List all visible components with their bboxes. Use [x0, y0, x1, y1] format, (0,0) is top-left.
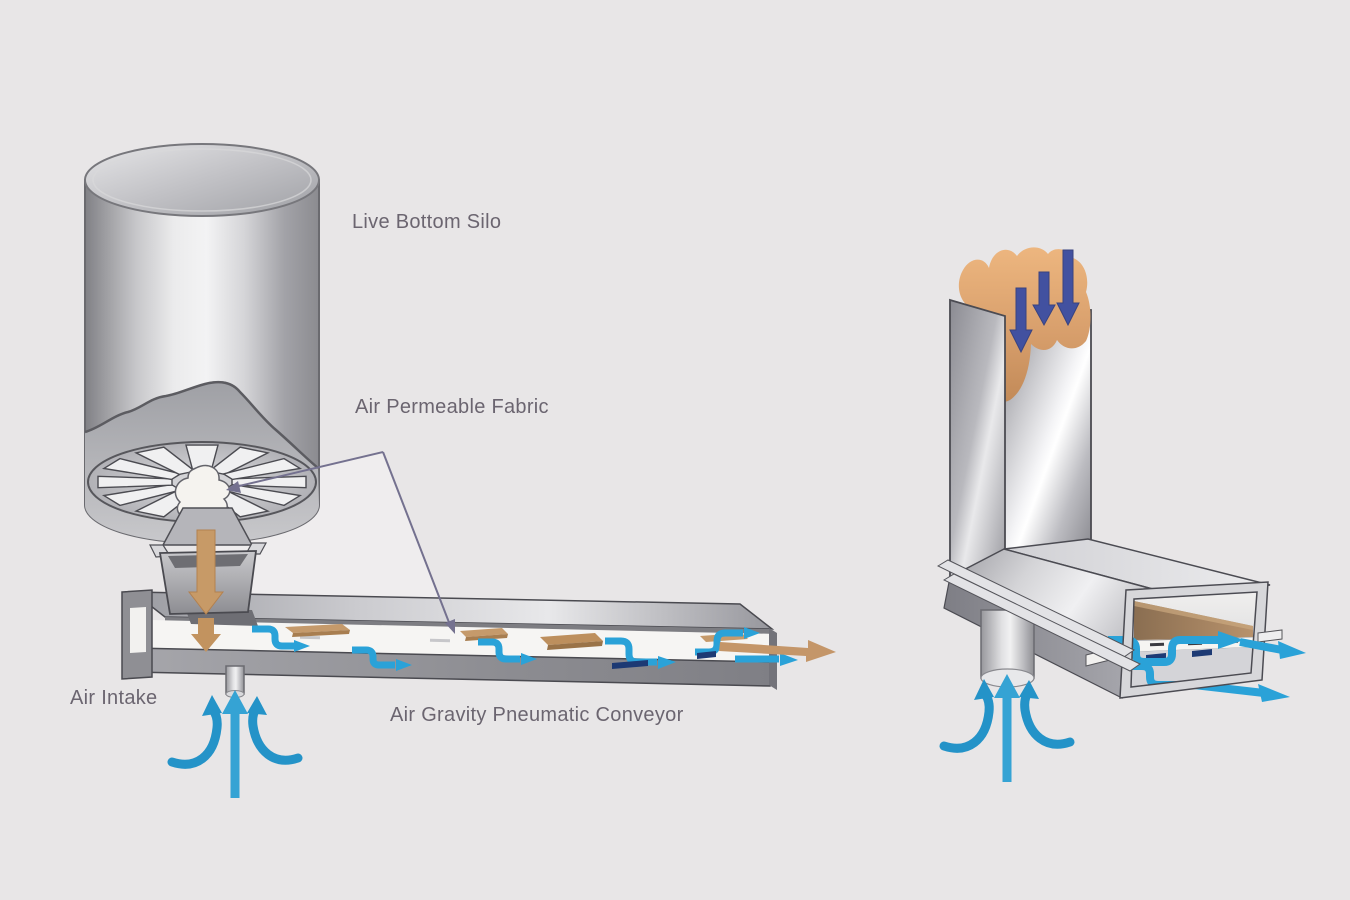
chute-left-wall [949, 298, 1006, 579]
discharge-hopper [149, 507, 268, 652]
material-flow-down-arrow-icon [187, 529, 225, 652]
material-feed-down-arrows [1009, 249, 1080, 354]
horizontal-duct [936, 538, 1306, 702]
label-air-permeable-fabric: Air Permeable Fabric [355, 396, 549, 418]
air-intake-updraft-arrow-icon [172, 690, 298, 798]
material-exit-arrow-icon [719, 640, 836, 662]
flange-rails [936, 559, 1141, 672]
air-flow-arrowheads [294, 627, 798, 671]
air-exit-arrows [1239, 638, 1306, 702]
label-air-gravity-pneumatic-conveyor: Air Gravity Pneumatic Conveyor [390, 704, 684, 726]
navy-accents [612, 651, 716, 669]
label-air-intake: Air Intake [70, 687, 157, 709]
annotation-pointer-icon [226, 451, 455, 634]
label-live-bottom-silo: Live Bottom Silo [352, 211, 501, 233]
air-intake-updraft-arrow-icon-right [944, 674, 1070, 782]
material-strips [285, 624, 748, 650]
right-diagram [936, 247, 1306, 782]
left-diagram: Live Bottom Silo Air Permeable Fabric Ai… [70, 143, 836, 798]
air-gravity-conveyor [121, 589, 836, 698]
